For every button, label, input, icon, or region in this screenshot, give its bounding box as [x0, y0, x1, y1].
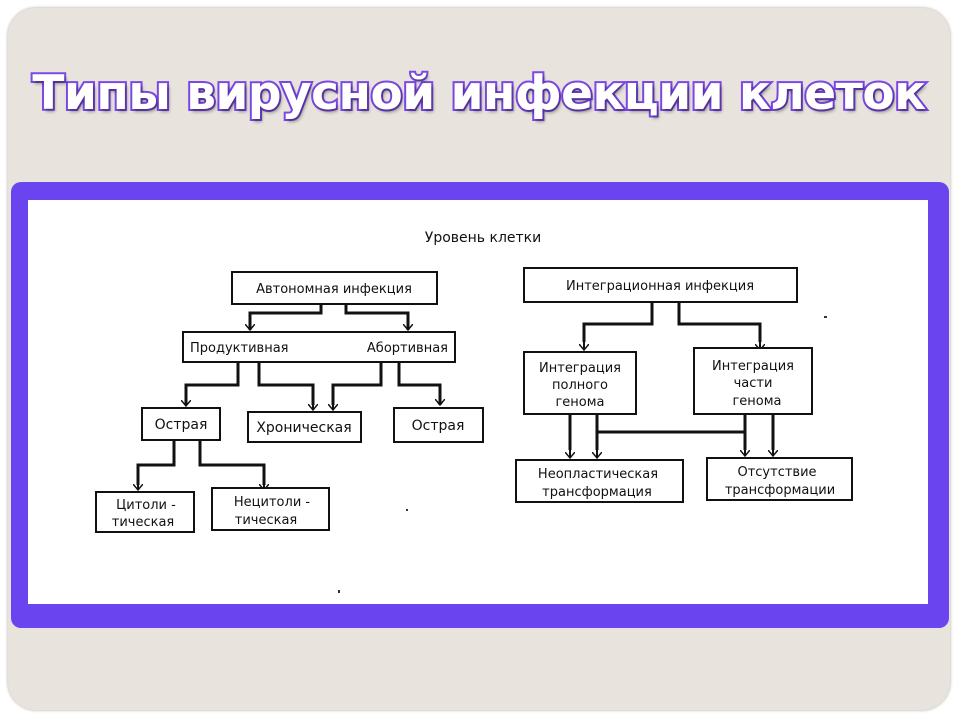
- svg-text:Интеграция: Интеграция: [712, 359, 794, 374]
- diagram-area: Уровень клетки Автономная инфекция Проду…: [28, 200, 928, 604]
- svg-text:Интеграционная инфекция: Интеграционная инфекция: [566, 279, 754, 294]
- cell-level-label: Уровень клетки: [425, 230, 541, 246]
- slide-title: Типы вирусной инфекции клеток: [30, 64, 928, 123]
- svg-text:полного: полного: [552, 378, 608, 393]
- svg-text:Неопластическая: Неопластическая: [538, 467, 658, 482]
- svg-text:Острая: Острая: [412, 418, 465, 434]
- svg-text:трансформация: трансформация: [542, 485, 652, 500]
- svg-text:тическая: тическая: [235, 513, 298, 528]
- integration-infection-node: Интеграционная инфекция: [523, 267, 798, 303]
- arrows-integration: [584, 328, 760, 350]
- neoplastic-transformation-node: Неопластическая трансформация: [515, 459, 684, 503]
- part-genome-node: Интеграция части генома: [693, 347, 813, 415]
- svg-text:Острая: Острая: [155, 417, 208, 433]
- acute-right-node: Острая: [393, 407, 484, 443]
- slide: Типы вирусной инфекции клеток Уровень кл…: [8, 8, 950, 710]
- infection-types-diagram: Уровень клетки Автономная инфекция Проду…: [95, 230, 853, 593]
- diagram-frame: Уровень клетки Автономная инфекция Проду…: [11, 182, 949, 628]
- svg-text:части: части: [734, 376, 773, 391]
- connector-acute-split: [136, 440, 266, 485]
- arrows-level-4: [138, 470, 264, 490]
- abortive-label: Абортивная: [367, 341, 448, 356]
- full-genome-node: Интеграция полного генома: [523, 351, 637, 415]
- cytolytic-node: Цитоли - тическая: [95, 491, 195, 533]
- noncytolytic-node: Нецитоли - тическая: [211, 487, 330, 531]
- arrows-level-3: [186, 390, 440, 410]
- productive-abortive-node: Продуктивная Абортивная: [182, 331, 456, 363]
- svg-text:Цитоли -: Цитоли -: [116, 498, 176, 513]
- chronic-node: Хроническая: [247, 411, 362, 443]
- connector-integration-split: [582, 302, 762, 342]
- svg-text:Нецитоли -: Нецитоли -: [234, 495, 310, 510]
- absence-transformation-node: Отсутствие трансформации: [706, 457, 853, 501]
- connector-autonomous-split: [248, 304, 410, 330]
- svg-text:Интеграция: Интеграция: [539, 361, 621, 376]
- svg-text:Хроническая: Хроническая: [256, 420, 351, 436]
- productive-label: Продуктивная: [190, 341, 288, 356]
- autonomous-infection-node: Автономная инфекция: [231, 271, 438, 305]
- svg-text:тическая: тическая: [112, 515, 175, 530]
- svg-text:Отсутствие: Отсутствие: [737, 465, 816, 480]
- svg-text:трансформации: трансформации: [725, 483, 835, 498]
- svg-text:Автономная инфекция: Автономная инфекция: [256, 282, 412, 297]
- svg-text:генома: генома: [555, 395, 604, 410]
- acute-left-node: Острая: [141, 407, 221, 441]
- arrows-transformation: [570, 438, 773, 458]
- connector-transformation: [568, 414, 775, 450]
- scan-specks: [338, 316, 827, 593]
- svg-text:генома: генома: [732, 394, 781, 409]
